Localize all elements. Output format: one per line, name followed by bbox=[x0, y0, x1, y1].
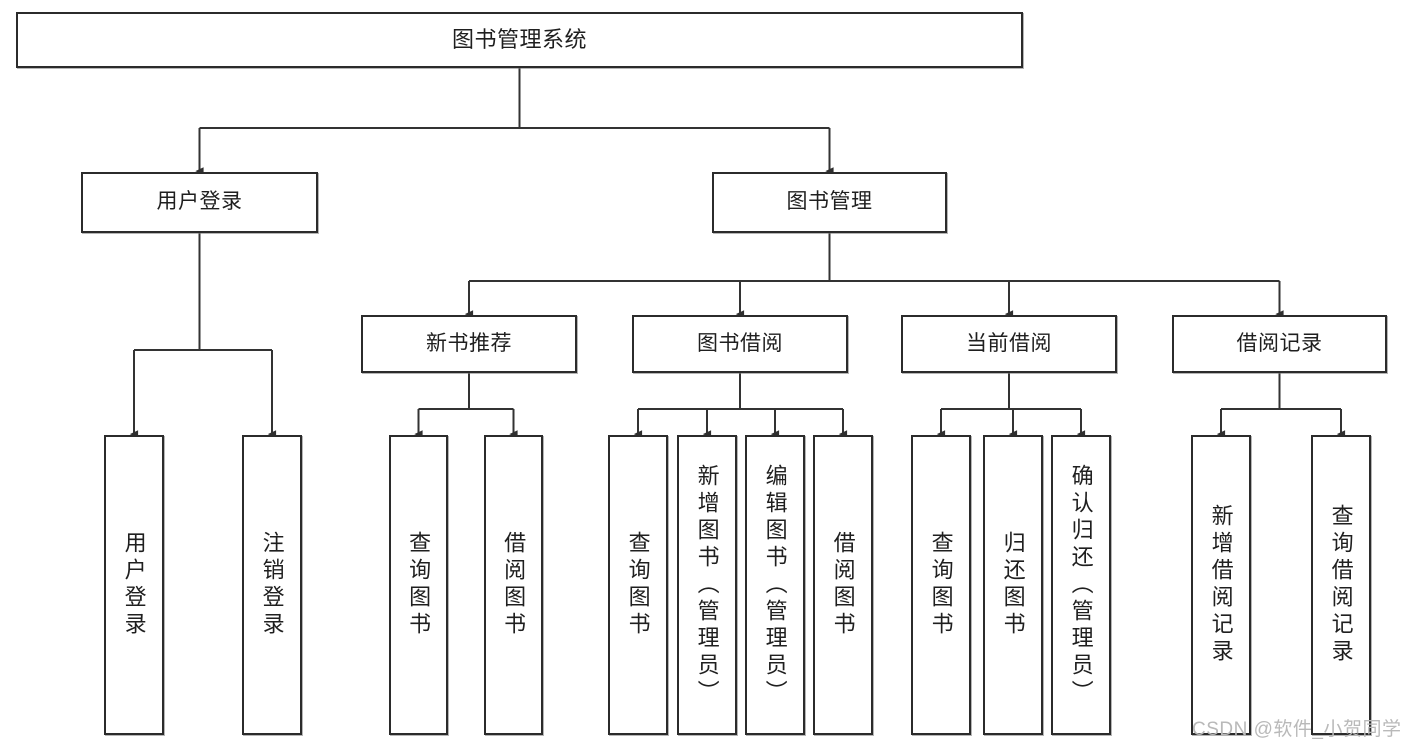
node-root: 图书管理系统 bbox=[16, 12, 1023, 68]
node-leaf-cb-query: 查询图书 bbox=[911, 435, 971, 735]
node-leaf-rec-borrow: 借阅图书 bbox=[484, 435, 543, 735]
tree-edges bbox=[129, 68, 1346, 439]
node-leaf-bb-query: 查询图书 bbox=[608, 435, 668, 735]
node-label: 查询借阅记录 bbox=[1328, 504, 1354, 666]
node-label: 借阅图书 bbox=[830, 531, 856, 639]
node-leaf-br-query: 查询借阅记录 bbox=[1311, 435, 1371, 735]
node-label: 查询图书 bbox=[406, 531, 432, 639]
node-label: 归还图书 bbox=[1000, 531, 1026, 639]
node-label: 借阅记录 bbox=[1236, 331, 1323, 355]
node-leaf-bb-add: 新增图书（管理员） bbox=[677, 435, 737, 735]
node-label: 图书管理系统 bbox=[451, 27, 587, 53]
node-label: 新增借阅记录 bbox=[1208, 504, 1234, 666]
node-label: 用户登录 bbox=[156, 190, 243, 214]
node-label: 新增图书（管理员） bbox=[694, 463, 720, 707]
node-current-borrow: 当前借阅 bbox=[901, 315, 1117, 373]
node-book-manage: 图书管理 bbox=[712, 172, 947, 233]
node-label: 图书借阅 bbox=[697, 331, 783, 355]
node-label: 用户登录 bbox=[121, 531, 147, 639]
node-leaf-bb-edit: 编辑图书（管理员） bbox=[745, 435, 805, 735]
node-leaf-bb-borrow: 借阅图书 bbox=[813, 435, 873, 735]
node-leaf-cb-return: 归还图书 bbox=[983, 435, 1043, 735]
node-label: 查询图书 bbox=[928, 531, 954, 639]
node-label: 借阅图书 bbox=[501, 531, 527, 639]
node-leaf-user-logout: 注销登录 bbox=[242, 435, 302, 735]
node-new-book-rec: 新书推荐 bbox=[361, 315, 577, 373]
node-label: 新书推荐 bbox=[426, 331, 512, 355]
node-label: 确认归还（管理员） bbox=[1068, 463, 1094, 707]
node-borrow-record: 借阅记录 bbox=[1172, 315, 1387, 373]
node-leaf-cb-confirm: 确认归还（管理员） bbox=[1051, 435, 1111, 735]
node-label: 图书管理 bbox=[786, 190, 873, 214]
node-leaf-rec-query: 查询图书 bbox=[389, 435, 448, 735]
node-label: 编辑图书（管理员） bbox=[762, 463, 788, 707]
node-label: 注销登录 bbox=[259, 531, 285, 639]
node-label: 查询图书 bbox=[625, 531, 651, 639]
node-label: 当前借阅 bbox=[966, 331, 1052, 355]
node-user-login: 用户登录 bbox=[81, 172, 318, 233]
node-book-borrow: 图书借阅 bbox=[632, 315, 848, 373]
node-leaf-br-add: 新增借阅记录 bbox=[1191, 435, 1251, 735]
node-leaf-user-login: 用户登录 bbox=[104, 435, 164, 735]
